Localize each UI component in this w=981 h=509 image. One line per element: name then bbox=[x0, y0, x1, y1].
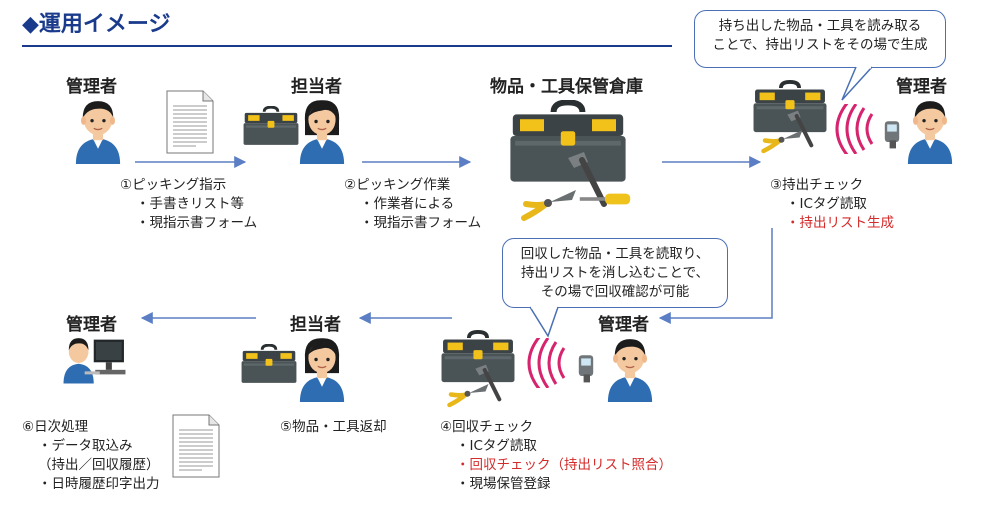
manager-label-2: 管理者 bbox=[896, 77, 947, 97]
callout-mid-line-3: その場で回収確認が可能 bbox=[540, 284, 690, 300]
callout-top: 持ち出した物品・工具を読み取る ことで、持出リストをその場で生成 bbox=[694, 10, 946, 68]
rfid-waves-icon bbox=[835, 104, 874, 154]
manager-person-icon-2 bbox=[907, 100, 953, 164]
step2-item-2: ・現指示書フォーム bbox=[360, 215, 482, 231]
step4-title: ④回収チェック bbox=[440, 419, 534, 435]
step4-highlight: ・回収チェック（持出リスト照合） bbox=[456, 457, 672, 473]
step4-item-2: ・現場保管登録 bbox=[456, 476, 551, 492]
step5-title: ⑤物品・工具返却 bbox=[280, 419, 387, 435]
document-icon bbox=[166, 90, 214, 154]
callout-top-line-2: ことで、持出リストをその場で生成 bbox=[712, 37, 928, 53]
step5-toolbox-icon bbox=[240, 344, 298, 384]
step6-item-2: （持出／回収履歴） bbox=[38, 457, 160, 473]
step1-title: ①ピッキング指示 bbox=[120, 177, 227, 193]
step2-title: ②ピッキング作業 bbox=[344, 177, 451, 193]
staff-person-icon-2 bbox=[299, 337, 345, 402]
staff-label-1: 担当者 bbox=[291, 77, 342, 97]
page-title: ◆運用イメージ bbox=[22, 12, 171, 37]
manager-label-3: 管理者 bbox=[598, 315, 649, 335]
callout-top-line-1: 持ち出した物品・工具を読み取る bbox=[718, 18, 922, 34]
step4-item-1: ・ICタグ読取 bbox=[456, 438, 537, 454]
callout-mid: 回収した物品・工具を読取り、 持出リストを消し込むことで、 その場で回収確認が可… bbox=[502, 238, 728, 308]
step6-item-1: ・データ取込み bbox=[38, 438, 133, 454]
toolbox-icon bbox=[242, 106, 300, 146]
step3-hammer-icon bbox=[782, 100, 822, 156]
step6-item-3: ・日時履歴印字出力 bbox=[38, 476, 160, 492]
staff-label-2: 担当者 bbox=[290, 315, 341, 335]
manager-person-icon-3 bbox=[607, 338, 653, 402]
step1-item-2: ・現指示書フォーム bbox=[136, 215, 258, 231]
staff-person-icon bbox=[299, 99, 345, 164]
callout-mid-line-2: 持出リストを消し込むことで、 bbox=[520, 265, 710, 281]
step1-item-1: ・手書きリスト等 bbox=[136, 196, 244, 212]
manager-label-1: 管理者 bbox=[66, 77, 117, 97]
step3-highlight: ・持出リスト生成 bbox=[786, 215, 894, 231]
manager-person-icon bbox=[75, 100, 121, 164]
pc-user-icon bbox=[63, 338, 126, 384]
warehouse-label: 物品・工具保管倉庫 bbox=[490, 77, 643, 97]
rfid-waves-icon-2 bbox=[527, 338, 566, 388]
manager-label-4: 管理者 bbox=[66, 315, 117, 335]
title-divider bbox=[22, 45, 672, 47]
step6-title: ⑥日次処理 bbox=[22, 419, 89, 435]
step3-title: ③持出チェック bbox=[770, 177, 864, 193]
callout-mid-line-1: 回収した物品・工具を読取り、 bbox=[520, 246, 710, 262]
report-document-icon bbox=[172, 414, 220, 478]
rfid-reader-icon-2 bbox=[578, 355, 594, 383]
step2-item-1: ・作業者による bbox=[360, 196, 455, 212]
screwdriver-icon bbox=[579, 193, 631, 205]
step4-hammer-icon bbox=[470, 354, 510, 410]
step3-item-1: ・ICタグ読取 bbox=[786, 196, 867, 212]
